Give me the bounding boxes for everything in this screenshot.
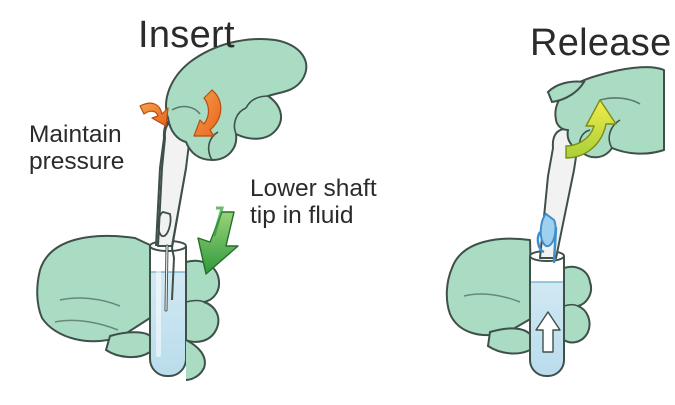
maintain-pressure-line-1: Maintain bbox=[29, 121, 124, 148]
holding-hand-back-release bbox=[447, 239, 532, 335]
maintain-pressure-line-2: pressure bbox=[29, 148, 124, 175]
release-panel bbox=[447, 67, 664, 376]
release-title: Release bbox=[530, 22, 672, 65]
lower-shaft-line-1: Lower shaft bbox=[250, 175, 377, 202]
holding-hand-back bbox=[37, 236, 150, 341]
maintain-pressure-label: Maintain pressure bbox=[29, 121, 124, 176]
pinching-hand bbox=[166, 39, 306, 160]
insert-title: Insert bbox=[138, 14, 235, 57]
lower-shaft-label: Lower shaft tip in fluid bbox=[250, 175, 377, 230]
lower-shaft-line-2: tip in fluid bbox=[250, 202, 377, 229]
down-arrow-icon bbox=[198, 208, 238, 274]
